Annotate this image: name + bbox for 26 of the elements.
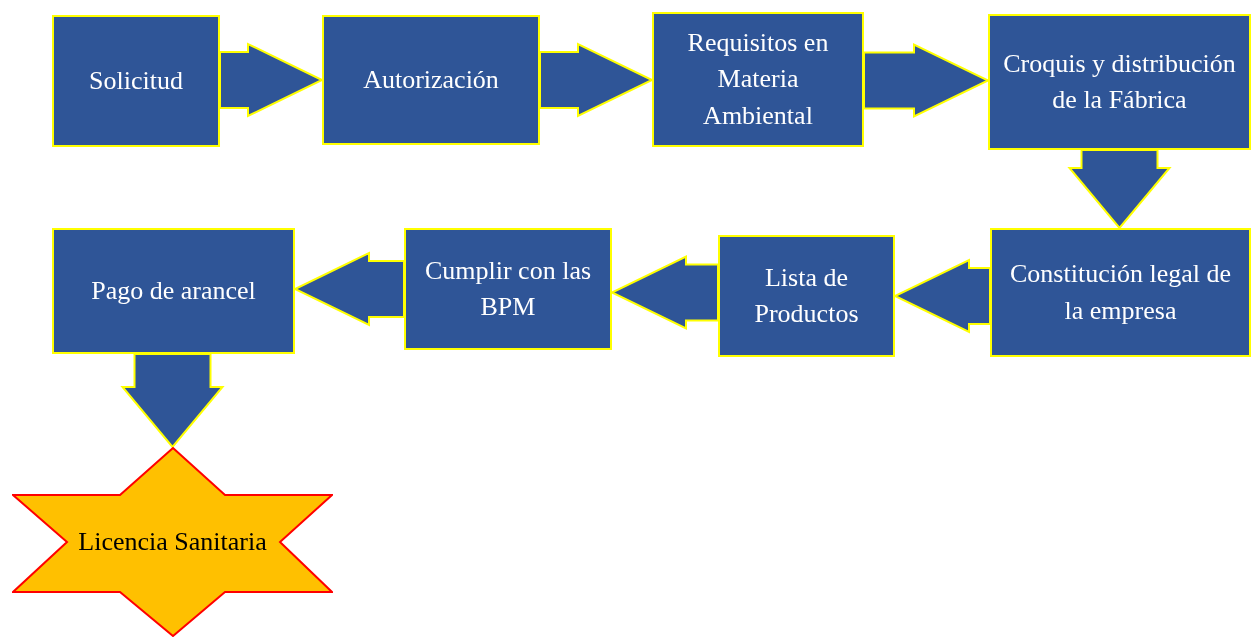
step-label: Lista de Productos — [753, 261, 860, 330]
block-arrow — [219, 42, 325, 118]
step-label: Licencia Sanitaria — [78, 525, 267, 558]
process-box — [652, 12, 864, 147]
process-box — [990, 228, 1251, 357]
step-label: Croquis y distribución de la Fábrica — [1002, 47, 1237, 116]
process-box — [404, 228, 612, 350]
process-box — [988, 14, 1251, 150]
star-shape — [12, 447, 333, 637]
block-arrow — [863, 42, 991, 119]
step-label: Autorización — [363, 63, 499, 96]
process-box — [718, 235, 895, 357]
block-arrow — [609, 254, 719, 331]
block-arrow — [120, 353, 225, 449]
step-label: Solicitud — [89, 64, 183, 97]
process-box — [322, 15, 540, 145]
step-label: Cumplir con las BPM — [423, 254, 593, 323]
block-arrow — [1067, 149, 1172, 230]
block-arrow — [892, 258, 991, 334]
block-arrow — [292, 251, 405, 327]
process-box — [52, 15, 220, 147]
block-arrow — [539, 42, 655, 118]
step-label: Constitución legal de la empresa — [1009, 258, 1232, 327]
step-label: Pago de arancel — [91, 274, 256, 307]
process-box — [52, 228, 295, 354]
step-label: Requisitos en Materia Ambiental — [686, 26, 830, 132]
